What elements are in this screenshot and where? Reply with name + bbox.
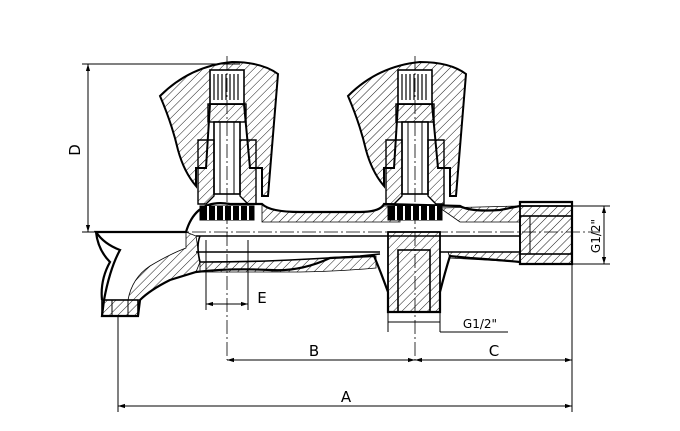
label-c: C bbox=[489, 342, 499, 360]
body-wall-hatch-right bbox=[438, 205, 521, 223]
label-thread-side: G1/2" bbox=[589, 219, 603, 253]
bottom-outlet-thread bbox=[387, 231, 441, 313]
body-wall-hatch-bottom bbox=[199, 255, 377, 273]
dimension-d bbox=[82, 63, 240, 233]
body-wall-hatch-bottom-right bbox=[447, 251, 521, 263]
dimension-e bbox=[205, 240, 249, 310]
side-outlet-thread bbox=[519, 205, 573, 265]
body-wall-hatch-top bbox=[261, 203, 401, 223]
spout-hatch bbox=[127, 231, 201, 301]
dimension-a bbox=[117, 316, 572, 412]
dimension-side-thread bbox=[572, 205, 610, 265]
inner-bore bbox=[196, 235, 520, 263]
label-thread-bottom: G1/2" bbox=[463, 317, 497, 331]
spout-nozzle bbox=[101, 299, 139, 317]
label-a: A bbox=[341, 388, 352, 406]
spout-outline bbox=[94, 231, 112, 301]
left-valve bbox=[158, 60, 280, 221]
dimension-c bbox=[415, 264, 573, 412]
label-b: B bbox=[309, 342, 319, 360]
label-d: D bbox=[66, 144, 84, 156]
right-valve bbox=[346, 60, 468, 221]
label-e: E bbox=[257, 289, 266, 307]
